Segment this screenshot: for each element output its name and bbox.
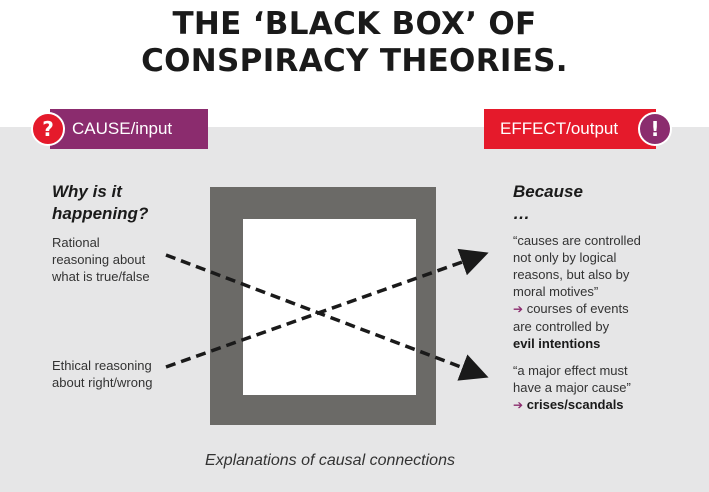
rational-line-3: what is true/false — [52, 269, 150, 284]
major-cause-text: “a major effect must have a major cause”… — [513, 362, 631, 414]
cause-input-tag: CAUSE/input — [50, 109, 208, 149]
quote1-line-4: moral motives” — [513, 284, 599, 299]
question-line-2: happening? — [52, 204, 149, 223]
rational-line-2: reasoning about — [52, 252, 146, 267]
rational-line-1: Rational — [52, 235, 100, 250]
dashed-arrow-icon — [165, 248, 489, 369]
quote2-line-1: “a major effect must — [513, 363, 628, 378]
title-line-1: THE ‘BLACK BOX’ OF — [172, 6, 537, 42]
causal-connections-caption: Explanations of causal connections — [205, 452, 455, 469]
result1-line-3: evil intentions — [513, 336, 601, 351]
ethical-line-2: about right/wrong — [52, 375, 153, 390]
exclamation-mark-icon: ! — [638, 112, 672, 146]
ethical-line-1: Ethical reasoning — [52, 358, 152, 373]
effect-because: Because … — [513, 181, 583, 225]
result2-text: crises/scandals — [526, 397, 624, 412]
question-line-1: Why is it — [52, 182, 122, 201]
result1-line-1: ➔ courses of events — [513, 300, 641, 318]
quote1-line-3: reasons, but also by — [513, 267, 630, 282]
rational-reasoning-text: Rational reasoning about what is true/fa… — [52, 234, 150, 285]
effect-output-tag: EFFECT/output — [484, 109, 656, 149]
right-arrow-icon: ➔ — [513, 302, 524, 316]
question-mark-icon: ? — [31, 112, 65, 146]
page-title: THE ‘BLACK BOX’ OF CONSPIRACY THEORIES. — [0, 6, 709, 80]
result2-line: ➔ crises/scandals — [513, 396, 631, 414]
right-arrow-icon: ➔ — [513, 398, 524, 412]
quote1-line-1: “causes are controlled — [513, 233, 641, 248]
ethical-reasoning-text: Ethical reasoning about right/wrong — [52, 357, 152, 391]
black-box-interior — [243, 219, 416, 395]
result1-line-2: are controlled by — [513, 319, 610, 334]
quote1-line-2: not only by logical — [513, 250, 617, 265]
result1-text-1: courses of events — [526, 301, 629, 316]
moral-motives-text: “causes are controlled not only by logic… — [513, 232, 641, 352]
quote2-line-2: have a major cause” — [513, 380, 631, 395]
dashed-arrow-icon — [165, 253, 489, 381]
because-line-1: Because — [513, 182, 583, 201]
title-line-2: CONSPIRACY THEORIES. — [141, 43, 568, 79]
cause-question: Why is it happening? — [52, 181, 148, 225]
because-line-2: … — [513, 204, 530, 223]
